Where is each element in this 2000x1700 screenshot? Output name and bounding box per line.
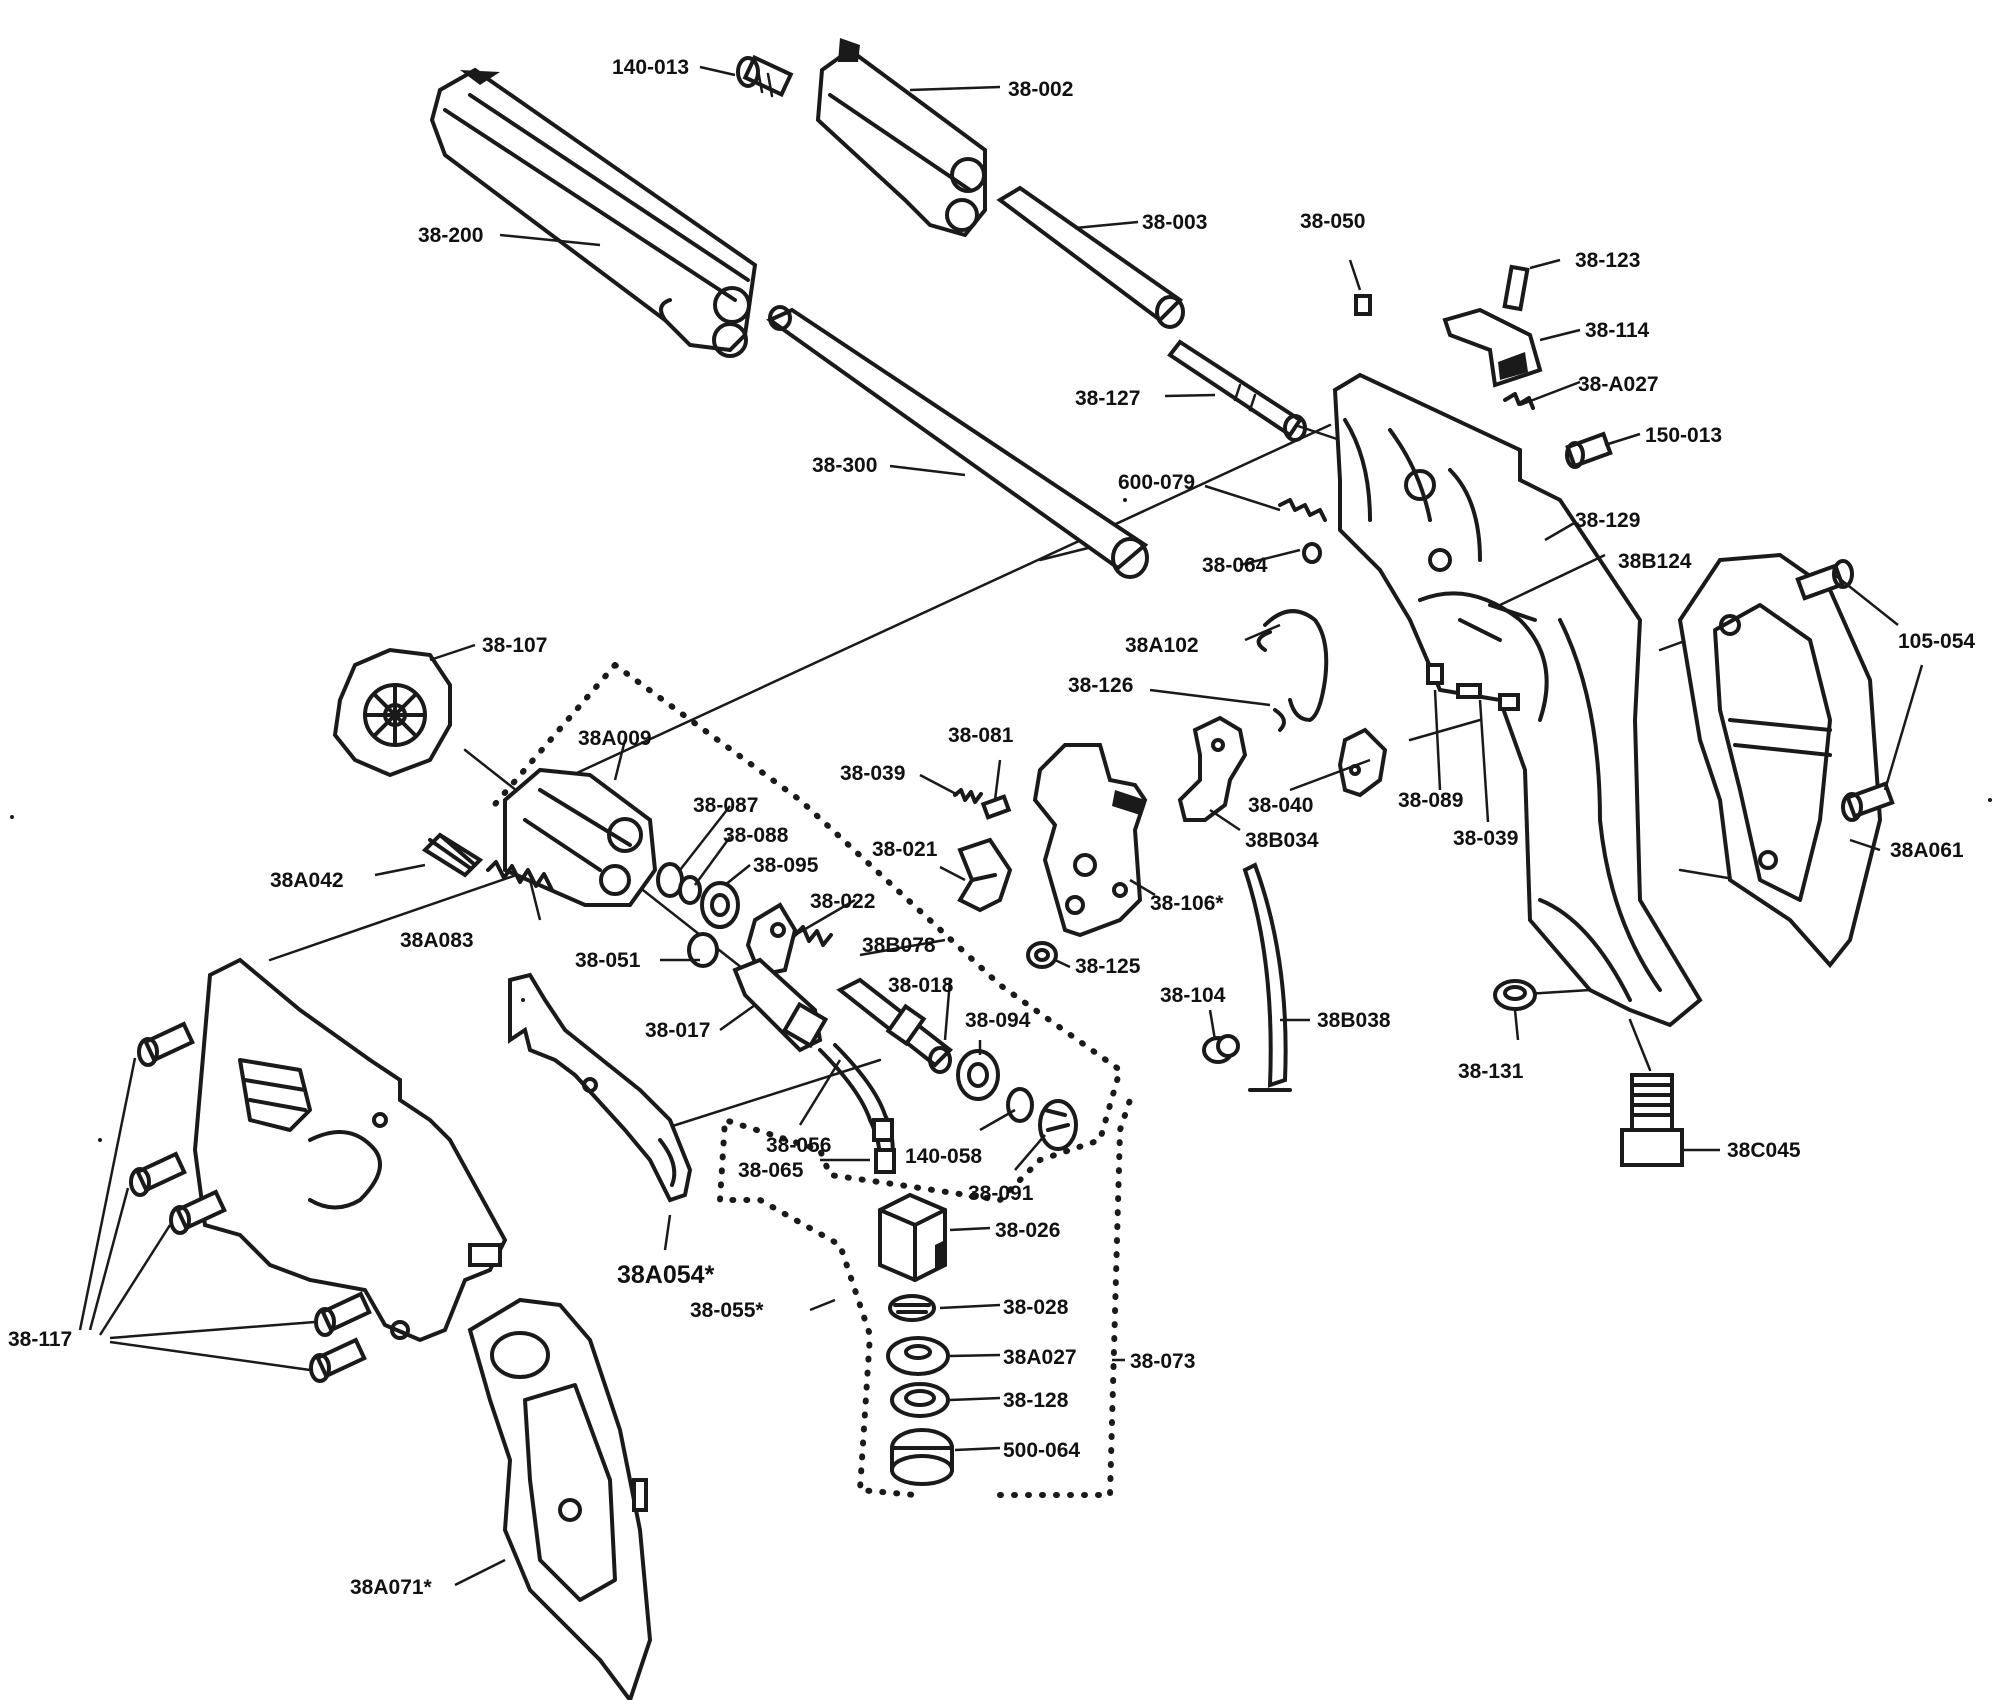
grip-left: [467, 1297, 653, 1700]
part-label: 38-002: [1008, 78, 1073, 101]
part-label: 38A054*: [617, 1261, 715, 1289]
part-label: 38-300: [812, 454, 877, 477]
part-label: 38-073: [1130, 1350, 1195, 1373]
side-plate: [192, 957, 508, 1343]
valve-assembly: [732, 902, 954, 1074]
front-sight-screw: [736, 54, 794, 98]
part-label: 38-128: [1003, 1389, 1069, 1412]
trigger-spring: [1256, 609, 1329, 732]
part-label: 38-094: [965, 1009, 1031, 1032]
leader-lines: [78, 65, 1924, 1587]
part-label: 38-117: [8, 1328, 72, 1351]
part-label: 38A009: [578, 727, 652, 750]
part-label: 38A071*: [350, 1576, 433, 1599]
part-label: 38B078: [862, 934, 936, 957]
seal-rings: [956, 1049, 1078, 1151]
part-label: 38-107: [482, 634, 547, 657]
cylinder: [503, 767, 658, 907]
ratchet-wheel: [332, 647, 452, 778]
part-label: 38-127: [1075, 387, 1140, 410]
mainspring: [1242, 862, 1292, 1092]
mainspring-seat: [1202, 1034, 1240, 1064]
part-label: 38-091: [968, 1182, 1034, 1205]
gas-cartridge-holder: [878, 1192, 947, 1283]
part-label: 600-079: [1118, 471, 1195, 494]
part-label: 38B124: [1618, 550, 1692, 573]
part-label: 38-125: [1075, 955, 1141, 978]
part-label: 38-081: [948, 724, 1014, 747]
part-label: 38A042: [270, 869, 344, 892]
part-label: 38-051: [575, 949, 641, 972]
part-label: 38-095: [753, 854, 819, 877]
part-label: 38-018: [888, 974, 954, 997]
barrel-short: [815, 38, 987, 238]
part-label: 38-065: [738, 1159, 804, 1182]
grip-screws-right: [1795, 559, 1895, 822]
part-label: 38-088: [723, 824, 789, 847]
part-label: 500-064: [1003, 1439, 1080, 1462]
small-pins-center: [953, 788, 1012, 820]
part-label: 38-050: [1300, 210, 1365, 233]
cartridge-cap-parts: [886, 1294, 954, 1486]
hand-lever: [508, 972, 693, 1203]
part-label: 38-039: [840, 762, 905, 785]
part-label: 38-055*: [690, 1299, 764, 1322]
part-label: 140-013: [612, 56, 689, 79]
part-label: 38-056: [766, 1134, 831, 1157]
part-label: 38-039: [1453, 827, 1518, 850]
frame-small-parts: [1278, 264, 1613, 564]
part-label: 38-114: [1585, 319, 1650, 342]
part-label: 38-089: [1398, 789, 1463, 812]
part-label: 38C045: [1727, 1139, 1801, 1162]
part-label: 150-013: [1645, 424, 1722, 447]
part-label: 38-104: [1160, 984, 1226, 1007]
revolver-frame: [1332, 372, 1703, 1028]
part-label: 38-131: [1458, 1060, 1524, 1083]
part-label: 38B034: [1245, 829, 1319, 852]
part-label: 38-028: [1003, 1296, 1069, 1319]
part-label: 38A083: [400, 929, 474, 952]
part-label: 105-054: [1898, 630, 1975, 653]
part-labels: 140-013 38-002 38-003 38-200 38-300 38-0…: [8, 56, 1975, 1599]
part-label: 38-129: [1575, 509, 1640, 532]
part-label: 38-126: [1068, 674, 1133, 697]
cylinder-stop: [957, 837, 1013, 913]
part-label: 38-022: [810, 890, 875, 913]
grip-bottom-parts: [1493, 979, 1684, 1167]
rear-sight: [1442, 307, 1543, 388]
cylinder-springs: [421, 832, 554, 892]
part-label: 38-026: [995, 1219, 1060, 1242]
part-label: 38-123: [1575, 249, 1640, 272]
part-label: 38-087: [693, 794, 758, 817]
part-label: 38-040: [1248, 794, 1313, 817]
scan-specks: [10, 498, 1992, 1142]
shroud-short: [996, 185, 1185, 329]
hammer: [1032, 743, 1148, 938]
gas-tube: [818, 1043, 896, 1174]
grip-right: [1677, 552, 1883, 969]
part-label: 38-106*: [1150, 892, 1224, 915]
cylinder-washers: [656, 862, 740, 968]
part-label: 38-200: [418, 224, 483, 247]
part-label: 38A102: [1125, 634, 1199, 657]
part-label: 140-058: [905, 1145, 982, 1168]
part-label: 38-A027: [1578, 373, 1659, 396]
part-label: 38-017: [645, 1019, 710, 1042]
side-plate-screws: [129, 1021, 372, 1383]
part-label: 38B038: [1317, 1009, 1391, 1032]
part-label: 38-064: [1202, 554, 1268, 577]
shroud-long: [766, 305, 1149, 579]
barrel-long: [429, 67, 758, 358]
part-label: 38-003: [1142, 211, 1207, 234]
part-label: 38A061: [1890, 839, 1964, 862]
ejector-rod: [1167, 339, 1307, 442]
hammer-roller: [1026, 941, 1058, 969]
part-label: 38A027: [1003, 1346, 1077, 1369]
valve-assembly-boundary: [487, 662, 1133, 1498]
part-label: 38-021: [872, 838, 938, 861]
